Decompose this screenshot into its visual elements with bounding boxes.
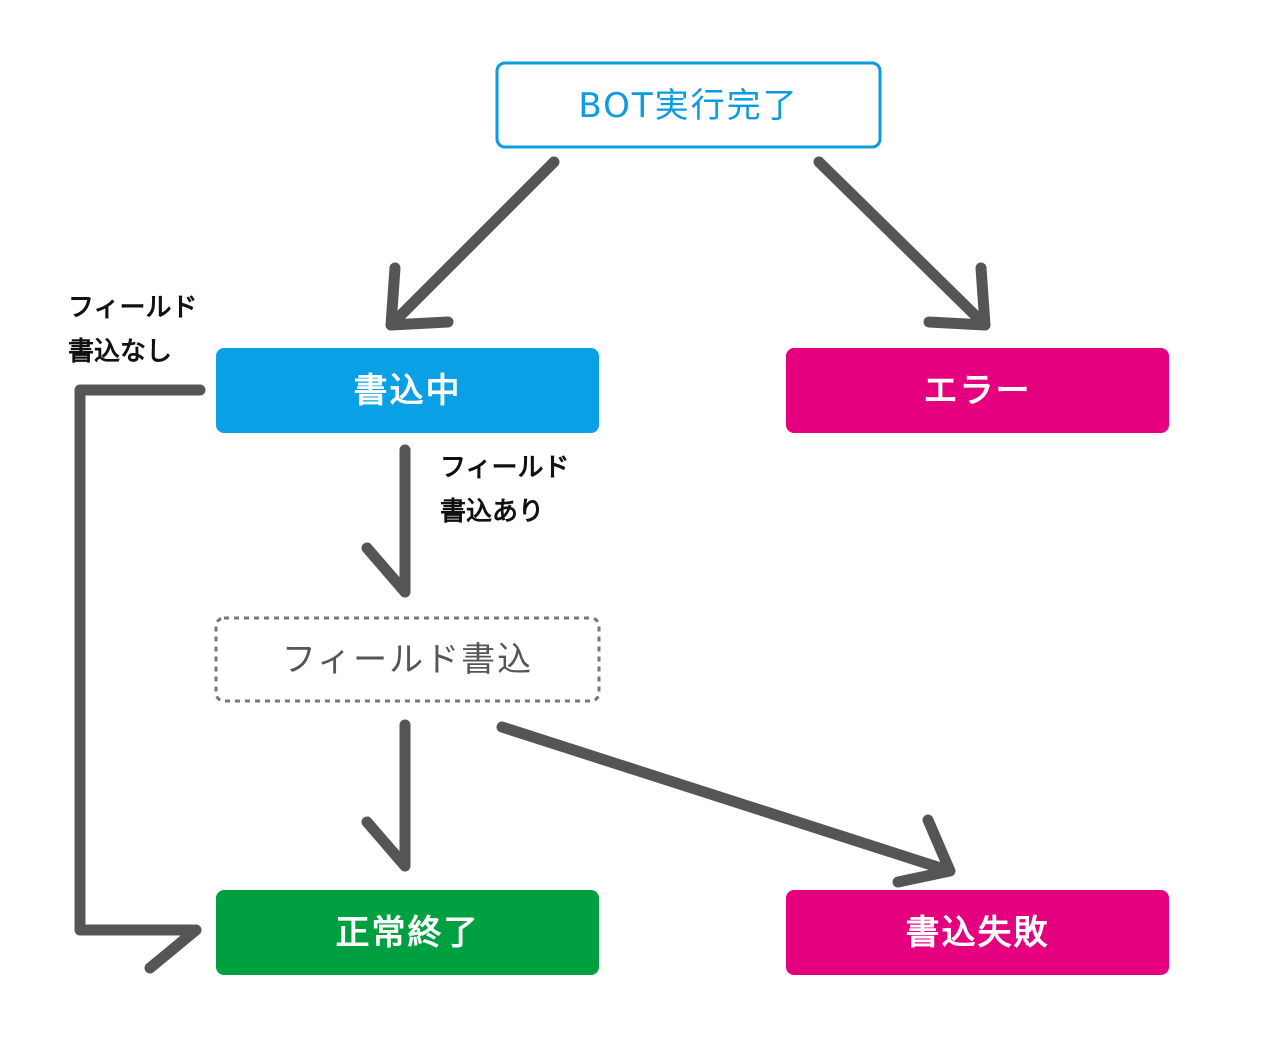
arrows (74, 156, 991, 974)
node-error-label: エラー (924, 371, 1032, 411)
edge-label-no-field-line2: 書込なし (68, 337, 172, 367)
node-writing: 書込中 (216, 348, 599, 433)
node-success-label: 正常終了 (336, 913, 480, 953)
arrow-start-to-error (813, 156, 991, 331)
node-write-failed-label: 書込失敗 (906, 913, 1050, 953)
arrow-start-to-writing (385, 156, 560, 331)
node-success: 正常終了 (216, 890, 599, 975)
node-field-write-box (214, 616, 601, 703)
node-writing-label: 書込中 (354, 371, 462, 411)
node-error: エラー (786, 348, 1169, 433)
node-write-failed: 書込失敗 (786, 890, 1169, 975)
node-write-failed-box (786, 890, 1169, 975)
node-start-box (495, 61, 882, 149)
edge-label-has-field-line2: 書込あり (440, 497, 544, 527)
arrow-field-write-to-success (361, 719, 411, 872)
arrow-writing-to-field-write (361, 444, 411, 598)
node-writing-box (216, 348, 599, 433)
arrow-field-write-to-write-failed (496, 721, 956, 888)
arrow-writing-to-success (74, 384, 206, 974)
edge-label-no-field-line1: フィールド (68, 293, 197, 323)
node-start: BOT実行完了 (495, 61, 882, 149)
edge-label-no-field: フィールド 書込なし (68, 293, 197, 367)
edge-label-has-field: フィールド 書込あり (440, 453, 569, 527)
node-field-write: フィールド書込 (214, 616, 601, 703)
node-start-label: BOT実行完了 (578, 86, 798, 126)
node-error-box (786, 348, 1169, 433)
edge-label-has-field-line1: フィールド (440, 453, 569, 483)
node-success-box (216, 890, 599, 975)
node-field-write-label: フィールド書込 (282, 640, 533, 680)
